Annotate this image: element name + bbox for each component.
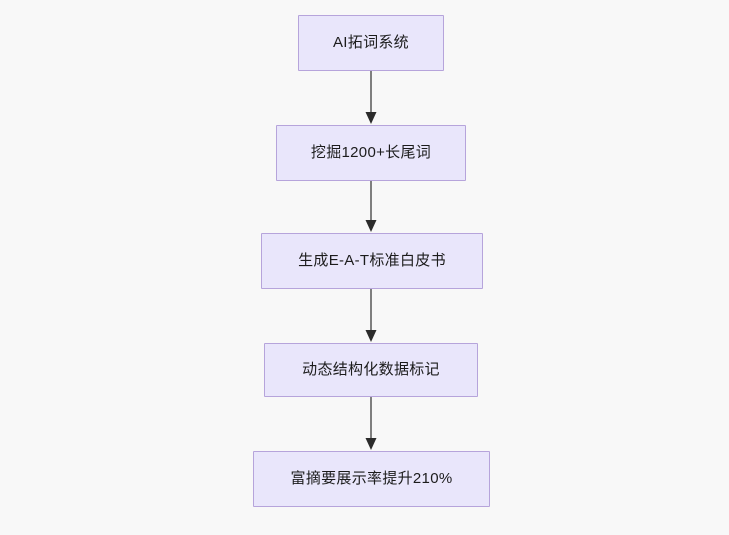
flow-node-rich-snippet-uplift[interactable]: 富摘要展示率提升210% — [253, 451, 490, 507]
edge-n3-n4 — [365, 289, 377, 342]
flow-node-dynamic-structured-data[interactable]: 动态结构化数据标记 — [264, 343, 478, 397]
edge-n4-n5 — [365, 397, 377, 450]
edge-n1-n2 — [365, 71, 377, 124]
flow-node-label: AI拓词系统 — [333, 34, 409, 51]
flow-node-label: 生成E-A-T标准白皮书 — [298, 252, 446, 269]
flow-node-label: 动态结构化数据标记 — [302, 361, 440, 378]
flow-node-mine-longtail-keywords[interactable]: 挖掘1200+长尾词 — [276, 125, 466, 181]
edge-n2-n3 — [365, 181, 377, 232]
flow-node-label: 挖掘1200+长尾词 — [310, 144, 432, 161]
flow-node-ai-keyword-system[interactable]: AI拓词系统 — [298, 15, 444, 71]
flow-node-label: 富摘要展示率提升210% — [290, 470, 453, 487]
flow-node-generate-eat-whitepaper[interactable]: 生成E-A-T标准白皮书 — [261, 233, 483, 289]
